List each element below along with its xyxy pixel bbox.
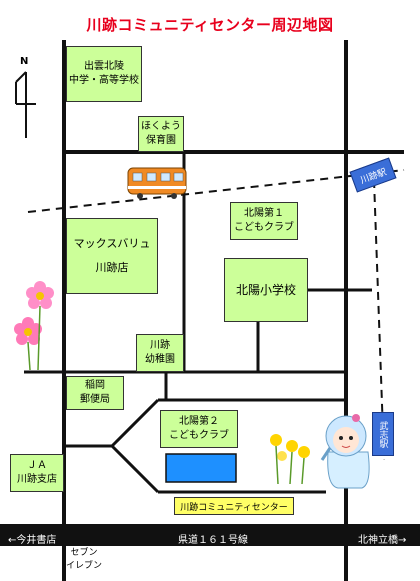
seven-label-1: セブン <box>70 548 98 558</box>
road-label-left: ←今井書店 <box>8 535 57 546</box>
map-title: 川跡コミュニティセンター周辺地図 <box>86 16 334 34</box>
hokuyou-1-label-1: 北陽第１ <box>244 208 284 219</box>
north-arrow-icon <box>15 71 36 138</box>
railway-branch <box>373 179 385 461</box>
road-fork-lower <box>110 444 160 494</box>
prefectural-road <box>0 524 420 546</box>
cosmos-flower-icon <box>14 281 54 371</box>
hokuyou-elementary-school: 北陽小学校 <box>224 258 308 322</box>
road-label-right: 北神立橋→ <box>358 535 407 546</box>
seven-eleven: セブン イレブン <box>62 547 106 573</box>
hokuyou-1-label-2: こどもクラブ <box>234 222 294 233</box>
compass-label: N <box>20 56 29 67</box>
hokuyou-2-label-1: 北陽第２ <box>179 416 219 427</box>
hokuyou-2-label-2: こどもクラブ <box>169 430 229 441</box>
kawato-station-label: 川跡駅 <box>359 167 388 186</box>
road-fork-upper <box>110 398 160 448</box>
community-center-building <box>165 453 237 483</box>
ja-label-2: 川跡支店 <box>17 474 57 485</box>
kawato-kindergarten: 川跡 幼稚園 <box>136 334 184 372</box>
hokuyou-school-label: 北陽小学校 <box>235 283 296 297</box>
seven-label-2: イレブン <box>65 561 102 571</box>
takeshi-station-label: 武志駅 <box>377 420 388 448</box>
hokuyou-1-kids-club: 北陽第１ こどもクラブ <box>230 202 298 240</box>
hokuyou-2-kids-club: 北陽第２ こどもクラブ <box>160 410 238 448</box>
izumo-hokuryo-label-1: 出雲北陵 <box>84 61 124 72</box>
post-office-label-2: 郵便局 <box>80 394 110 405</box>
maxvalu-store: マックスバリュ 川跡店 <box>66 218 158 294</box>
hokuyou-nursery-label-1: ほくよう <box>141 121 181 132</box>
takeshi-station: 武志駅 <box>372 412 394 456</box>
izumo-hokuryo-label-2: 中学・高等学校 <box>69 75 139 86</box>
maxvalu-label-2: 川跡店 <box>95 261 129 274</box>
hokuyou-nursery-label-2: 保育園 <box>146 135 176 146</box>
community-center-label: 川跡コミュニティセンター <box>174 497 294 515</box>
izumo-hokuryo-school: 出雲北陵 中学・高等学校 <box>66 46 142 102</box>
kawato-kinder-label-1: 川跡 <box>150 340 170 351</box>
train-icon <box>127 167 187 199</box>
mascot-character-icon <box>320 414 370 489</box>
ja-label-1: ＪＡ <box>27 460 47 471</box>
ja-kawato-branch: ＪＡ 川跡支店 <box>10 454 64 492</box>
inari-post-office: 稲岡 郵便局 <box>66 376 124 410</box>
kawato-kinder-label-2: 幼稚園 <box>145 354 175 365</box>
road-label-name: 県道１６１号線 <box>178 535 248 546</box>
railway-main <box>27 169 405 213</box>
maxvalu-label-1: マックスバリュ <box>73 237 151 250</box>
yellow-flower-icon <box>270 434 310 485</box>
hokuyou-nursery: ほくよう 保育園 <box>138 116 184 152</box>
post-office-label-1: 稲岡 <box>85 380 105 391</box>
